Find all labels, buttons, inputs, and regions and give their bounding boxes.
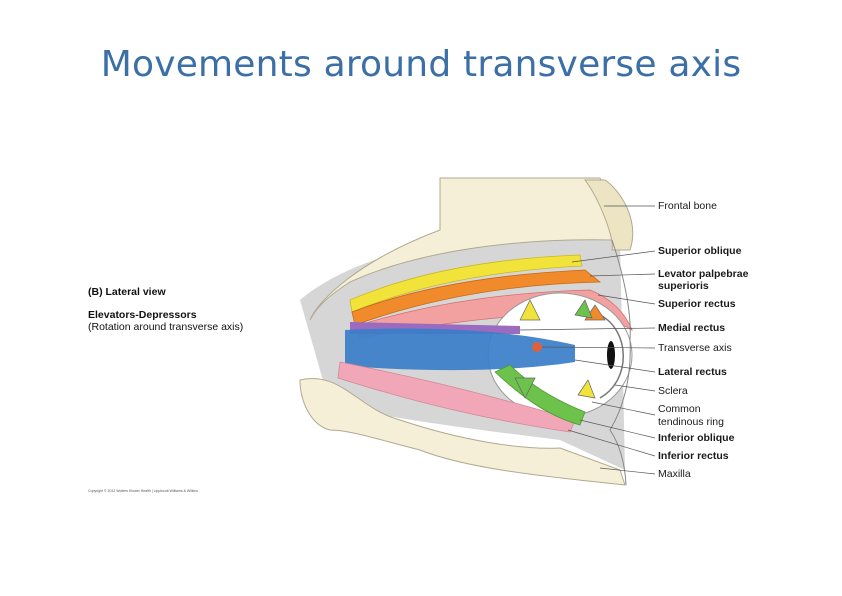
label-frontal-bone: Frontal bone [658,200,717,212]
label-maxilla: Maxilla [658,468,691,480]
label-common-line1: Common [658,403,701,415]
leader-levator [589,273,656,277]
label-inferior-oblique: Inferior oblique [658,432,735,444]
superior-oblique-muscle [349,254,583,313]
elevation-arrow [519,299,541,321]
label-inferior-rectus: Inferior rectus [658,450,729,462]
page-title: Movements around transverse axis [100,44,742,85]
label-transverse-axis: Transverse axis [658,342,732,354]
label-superior-rectus: Superior rectus [658,298,736,310]
pupil [607,341,615,369]
leader-superior-rectus [597,294,656,305]
levator-muscle [351,269,602,326]
copyright-notice: Copyright © 2012 Wolters Kluwer Health |… [88,489,199,493]
leader-sclera [614,384,656,392]
label-levator-line2: superioris [658,280,709,292]
label-sclera: Sclera [658,385,688,397]
caption-note: (Rotation around transverse axis) [88,321,244,333]
label-superior-oblique: Superior oblique [658,245,742,257]
inferior-rectus-muscle [337,361,576,433]
figure-caption: (B) Lateral view Elevators-Depressors (R… [88,286,243,333]
lateral-rectus-muscle [345,328,575,371]
label-lateral-rectus: Lateral rectus [658,366,727,378]
label-common-line2: tendinous ring [658,416,724,428]
cornea [599,314,624,399]
skin-outline [609,239,631,486]
leader-transverse-axis [541,346,656,349]
leader-medial-rectus [519,327,656,331]
leader-superior-oblique [571,250,656,263]
caption-view: (B) Lateral view [88,286,166,298]
frontal-bone-ridge [584,179,634,251]
depression-arrow-yellow [577,379,596,399]
leader-common-tendinous-ring [591,401,656,416]
leader-maxilla [599,467,656,475]
caption-heading: Elevators-Depressors [88,309,197,321]
depression-arrow [514,377,536,399]
rotation-arrow-green [574,299,593,319]
leader-inferior-oblique [579,419,656,439]
maxilla-bone [299,377,626,486]
leader-lateral-rectus [574,359,656,373]
leader-inferior-rectus [567,429,656,457]
label-levator-line1: Levator palpebrae [658,268,749,280]
label-medial-rectus: Medial rectus [658,322,726,334]
transverse-axis-point [532,342,542,352]
